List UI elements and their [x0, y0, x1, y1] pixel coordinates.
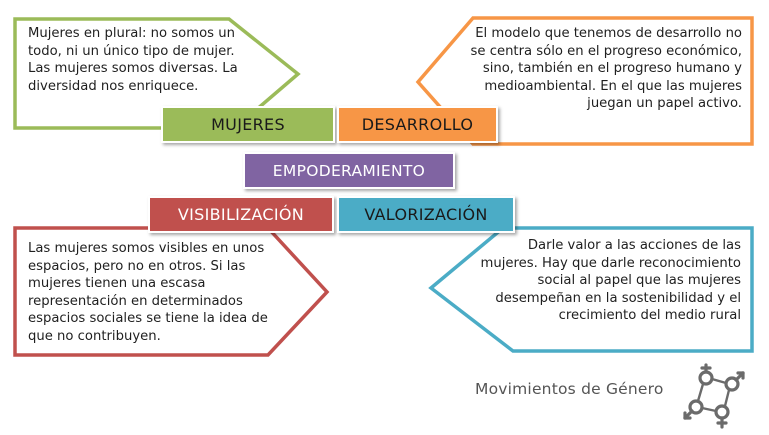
callout-mujeres-text: Mujeres en plural: no somos un todo, ni … [28, 26, 238, 94]
callout-mujeres-outline [13, 17, 301, 130]
brand-name: Movimientos de Género [475, 380, 664, 398]
concept-label-desarrollo: DESARROLLO [361, 115, 474, 134]
concept-box-valorizacion: VALORIZACIÓN [337, 196, 515, 233]
callout-desarrollo-text: El modelo que tenemos de desarrollo no s… [470, 26, 742, 112]
concept-box-empoderamiento: EMPODERAMIENTO [243, 152, 455, 189]
concept-label-visibilizacion: VISIBILIZACIÓN [177, 205, 305, 224]
concept-box-desarrollo: DESARROLLO [337, 106, 498, 143]
gender-symbols-icon [683, 363, 745, 429]
callout-valorizacion-outline [428, 226, 754, 353]
concept-box-mujeres: MUJERES [161, 106, 335, 143]
concept-label-mujeres: MUJERES [211, 115, 285, 134]
concept-box-visibilizacion: VISIBILIZACIÓN [148, 196, 334, 233]
concept-label-empoderamiento: EMPODERAMIENTO [272, 161, 426, 180]
concept-label-valorizacion: VALORIZACIÓN [364, 205, 488, 224]
callout-visibilizacion-text: Las mujeres somos visibles en unos espac… [28, 241, 268, 344]
callout-valorizacion-text: Darle valor a las acciones de las mujere… [480, 238, 741, 324]
